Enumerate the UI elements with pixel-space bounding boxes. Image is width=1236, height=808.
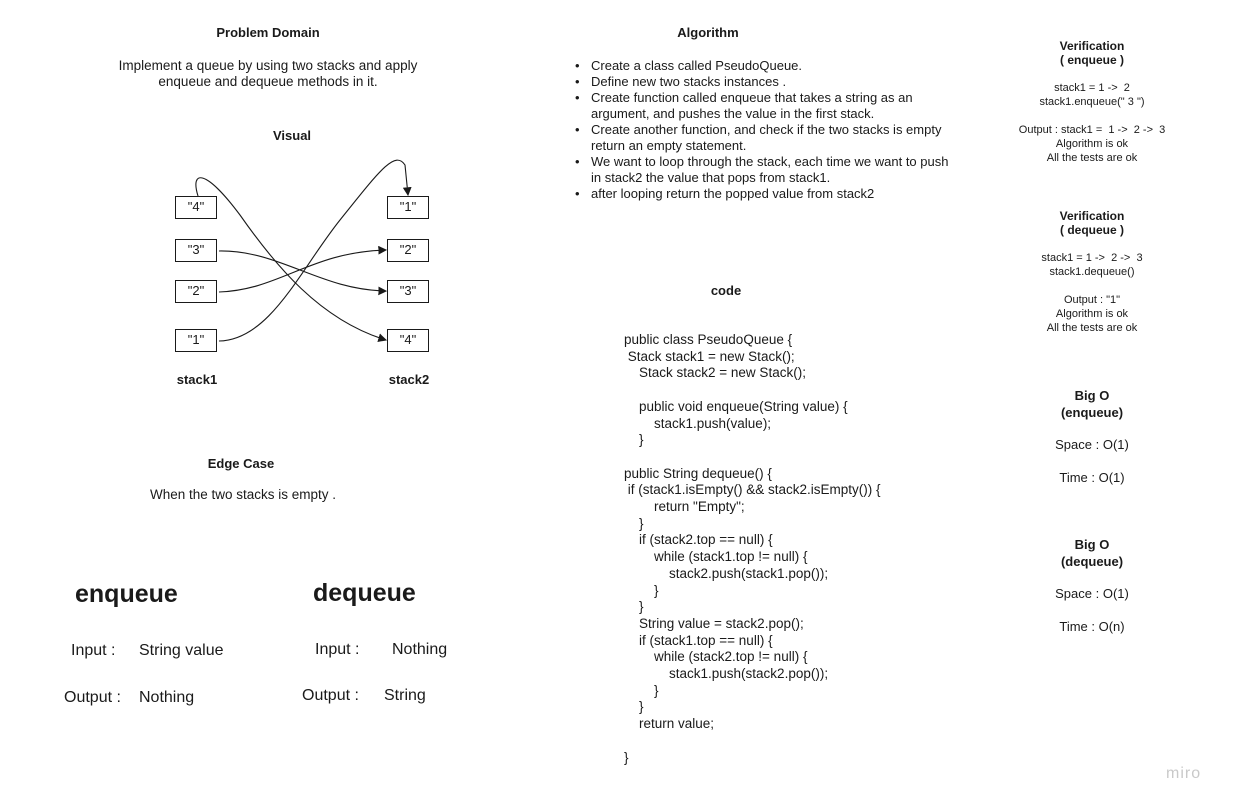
bigo-dequeue-time: Time : O(n) [1059, 619, 1125, 634]
bigo-enqueue: Big O (enqueue) Space : O(1) Time : O(1) [1012, 387, 1172, 486]
verification-dequeue-title-1: Verification [1059, 209, 1125, 223]
stack2-item: "3" [387, 280, 429, 303]
stack1-label: stack1 [176, 372, 218, 387]
problem-domain-title: Problem Domain [216, 25, 320, 40]
verification-dequeue: Verification ( dequeue ) stack1 = 1 -> 2… [992, 209, 1192, 335]
algorithm-step: after looping return the popped value fr… [575, 186, 955, 202]
bigo-dequeue-space: Space : O(1) [1055, 586, 1129, 601]
verification-enqueue-line-1: stack1 = 1 -> 2 [1054, 82, 1130, 94]
verification-enqueue: Verification ( enqueue ) stack1 = 1 -> 2… [992, 39, 1192, 165]
stack2-label: stack2 [388, 372, 430, 387]
problem-domain-line-1: Implement a queue by using two stacks an… [118, 58, 418, 73]
stack2-item: "1" [387, 196, 429, 219]
enqueue-input-value: String value [139, 642, 224, 659]
bigo-enqueue-title-2: (enqueue) [1060, 405, 1124, 420]
verification-enqueue-line-5: All the tests are ok [1046, 152, 1138, 164]
edge-case-title: Edge Case [207, 456, 275, 471]
algorithm-step: We want to loop through the stack, each … [575, 154, 955, 186]
algorithm-title: Algorithm [677, 25, 739, 40]
miro-watermark: miro [1166, 765, 1202, 782]
code-title: code [710, 283, 742, 298]
bigo-enqueue-time: Time : O(1) [1059, 470, 1125, 485]
arrow-2 [218, 245, 388, 293]
code-block: public class PseudoQueue { Stack stack1 … [624, 332, 881, 765]
enqueue-input-label: Input : [71, 642, 116, 659]
dequeue-input-value: Nothing [392, 641, 448, 658]
algorithm-step: Create function called enqueue that take… [575, 90, 955, 122]
verification-dequeue-title-2: ( dequeue ) [1059, 223, 1124, 237]
problem-domain-text: Implement a queue by using two stacks an… [88, 58, 448, 90]
problem-domain-line-2: enqueue and dequeue methods in it. [158, 74, 378, 89]
verification-dequeue-line-2: stack1.dequeue() [1049, 266, 1135, 278]
verification-enqueue-line-3: Output : stack1 = 1 -> 2 -> 3 [1018, 124, 1166, 136]
algorithm-step: Create another function, and check if th… [575, 122, 955, 154]
enqueue-io-title: enqueue [75, 580, 178, 608]
verification-dequeue-line-3: Output : "1" [1063, 294, 1121, 306]
edge-case-text: When the two stacks is empty . [149, 487, 337, 502]
verification-enqueue-line-4: Algorithm is ok [1055, 138, 1129, 150]
algorithm-steps: Create a class called PseudoQueue. Defin… [575, 58, 955, 202]
dequeue-io-title: dequeue [313, 579, 416, 607]
stack2-item: "4" [387, 329, 429, 352]
arrow-4 [195, 177, 388, 342]
verification-enqueue-title-2: ( enqueue ) [1059, 53, 1124, 67]
verification-dequeue-line-1: stack1 = 1 -> 2 -> 3 [1041, 252, 1143, 264]
algorithm-step: Define new two stacks instances . [575, 74, 955, 90]
stack1-item: "3" [175, 239, 217, 262]
stack1-item: "1" [175, 329, 217, 352]
dequeue-output-label: Output : [302, 687, 359, 704]
verification-dequeue-line-4: Algorithm is ok [1055, 308, 1129, 320]
dequeue-input-label: Input : [315, 641, 360, 658]
stack1-item: "2" [175, 280, 217, 303]
bigo-enqueue-space: Space : O(1) [1055, 437, 1129, 452]
verification-enqueue-title-1: Verification [1059, 39, 1125, 53]
bigo-dequeue-title-2: (dequeue) [1060, 554, 1124, 569]
algorithm-step: Create a class called PseudoQueue. [575, 58, 955, 74]
verification-enqueue-line-2: stack1.enqueue(" 3 ") [1039, 96, 1145, 108]
arrow-1 [218, 159, 412, 342]
bigo-dequeue: Big O (dequeue) Space : O(1) Time : O(n) [1012, 536, 1172, 635]
enqueue-output-label: Output : [64, 689, 121, 706]
dequeue-output-value: String [384, 687, 426, 704]
arrow-3 [218, 250, 388, 296]
stack1-item: "4" [175, 196, 217, 219]
verification-dequeue-line-5: All the tests are ok [1046, 322, 1138, 334]
stack2-item: "2" [387, 239, 429, 262]
visual-title: Visual [272, 128, 312, 143]
enqueue-output-value: Nothing [139, 689, 195, 706]
bigo-dequeue-title-1: Big O [1074, 537, 1110, 552]
bigo-enqueue-title-1: Big O [1074, 388, 1110, 403]
